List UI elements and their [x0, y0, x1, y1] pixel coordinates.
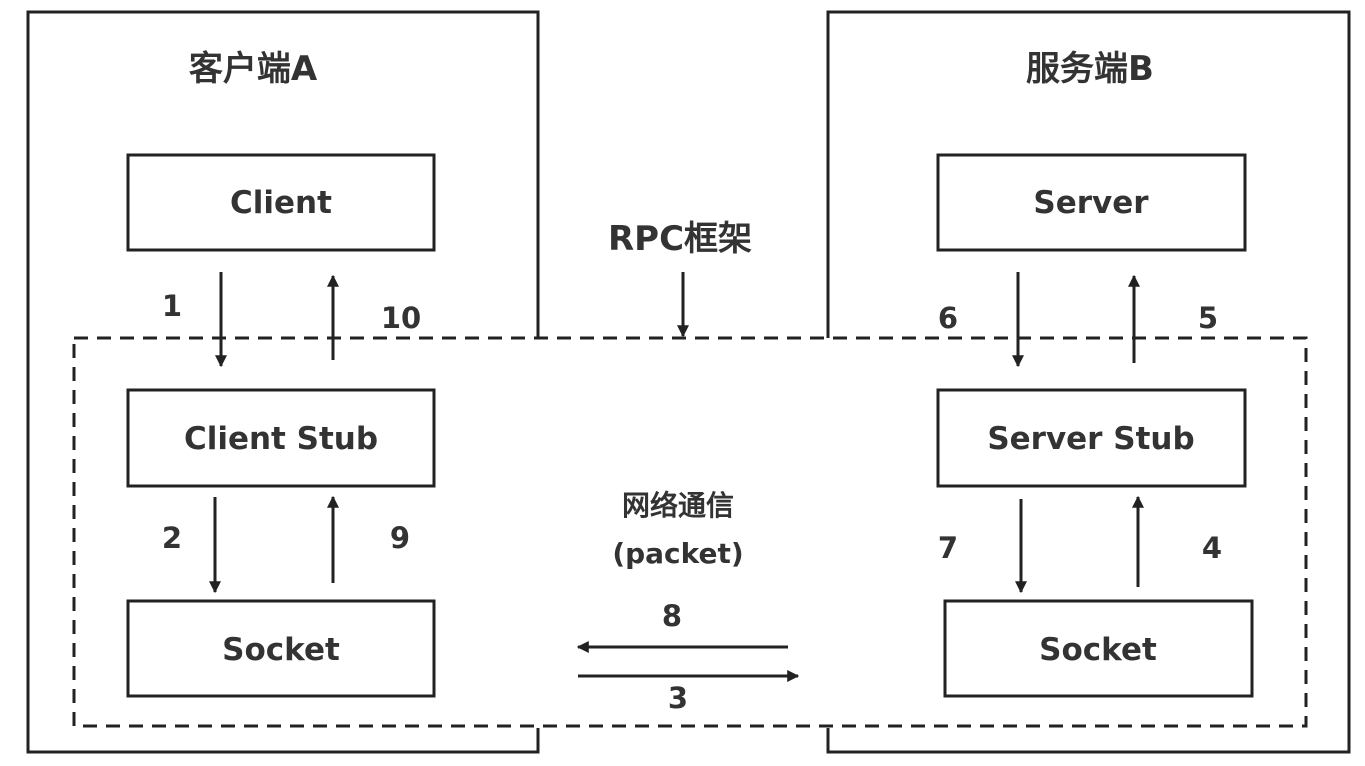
client-container	[26, 10, 540, 754]
step-2: 2	[162, 521, 182, 555]
rpc-framework-boundary	[72, 336, 1308, 728]
step-7: 7	[938, 531, 958, 565]
client-label: Client	[230, 185, 332, 221]
step-9: 9	[390, 521, 410, 555]
server-stub-box	[936, 388, 1247, 488]
step-6: 6	[938, 301, 958, 335]
server-socket-label: Socket	[1039, 632, 1157, 668]
step-1: 1	[162, 289, 182, 323]
server-stub-label: Server Stub	[987, 421, 1194, 457]
server-side-title: 服务端B	[1026, 49, 1154, 89]
step-4: 4	[1202, 531, 1222, 565]
server-box	[936, 153, 1247, 252]
server-label: Server	[1033, 185, 1149, 221]
client-stub-box	[126, 388, 436, 488]
client-stub-label: Client Stub	[184, 421, 378, 457]
step-8: 8	[662, 599, 682, 633]
server-container	[826, 10, 1351, 754]
server-socket-box	[943, 599, 1254, 698]
packet-label: (packet)	[612, 537, 743, 570]
step-3: 3	[668, 681, 688, 715]
network-label: 网络通信	[622, 489, 734, 522]
step-10: 10	[381, 301, 421, 335]
client-socket-box	[126, 599, 436, 698]
step-5: 5	[1198, 301, 1218, 335]
rpc-framework-label: RPC框架	[608, 219, 752, 259]
client-socket-label: Socket	[222, 632, 340, 668]
client-box	[126, 153, 436, 252]
client-side-title: 客户端A	[189, 49, 318, 89]
